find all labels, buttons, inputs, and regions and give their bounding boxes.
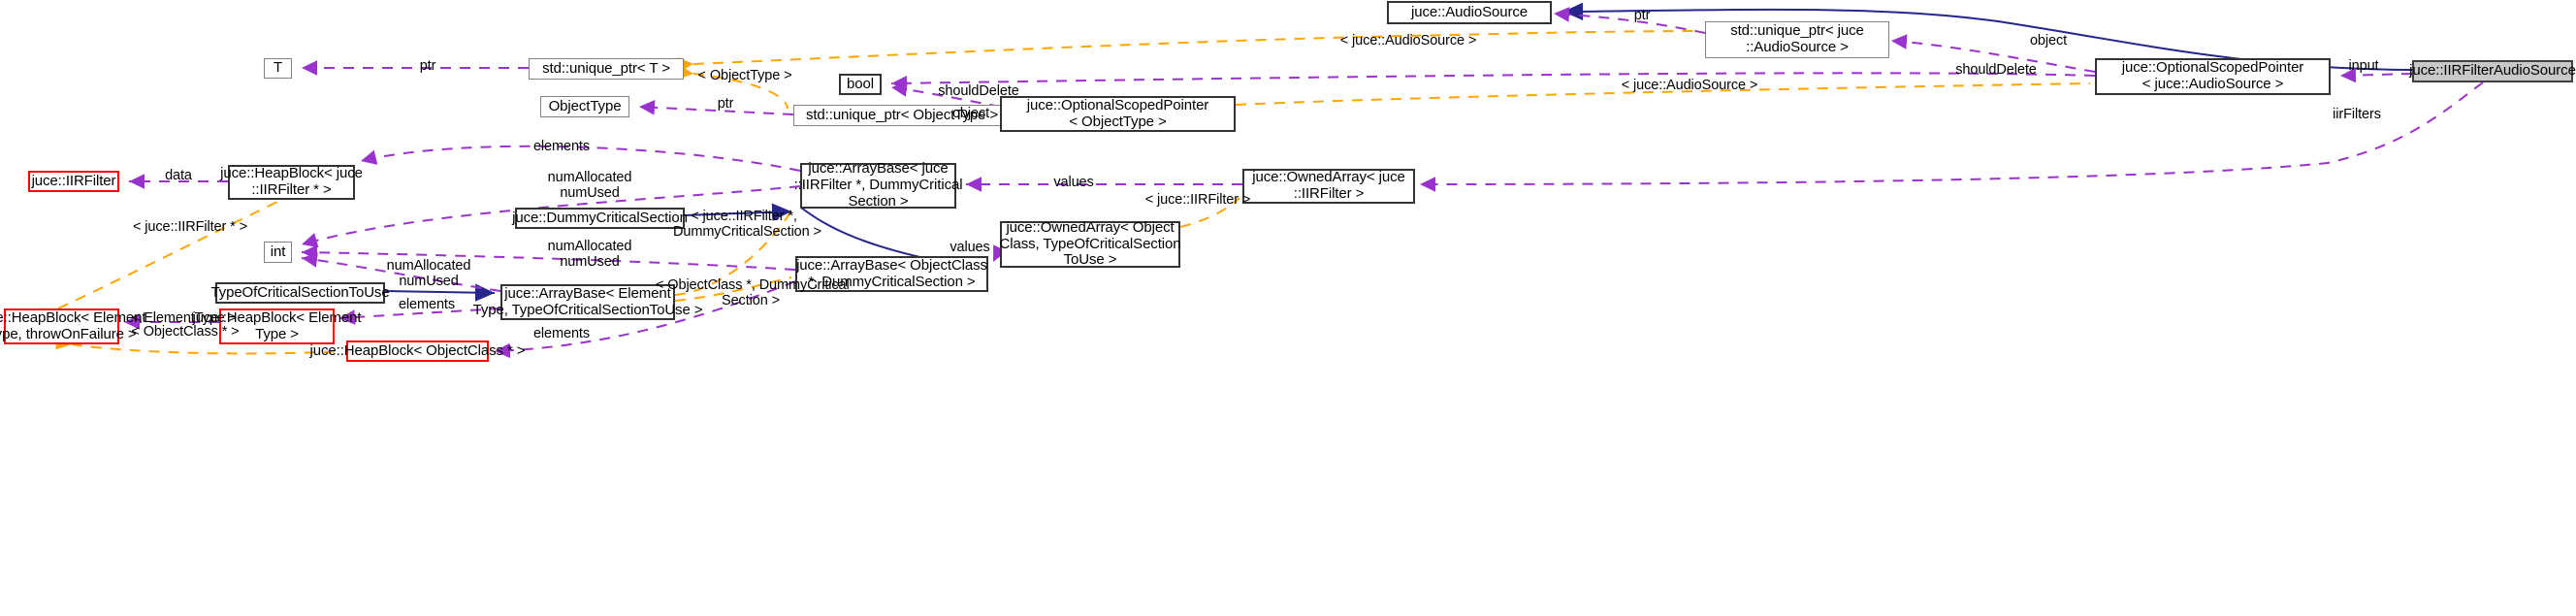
edge-label-object-bottom: object bbox=[951, 106, 990, 121]
edge-label-tmpl-iirfilterptr: < juce::IIRFilter * > bbox=[133, 219, 247, 235]
edge-label-ptr-t: ptr bbox=[419, 58, 436, 74]
edge-input bbox=[2339, 67, 2413, 83]
edge-label-object-top: object bbox=[2029, 33, 2068, 49]
edge-iirfilters bbox=[1419, 81, 2484, 192]
class-node-ownedarray_iirfilter[interactable]: juce::OwnedArray< juce ::IIRFilter > bbox=[1242, 169, 1415, 204]
edge-label-elements-2: elements bbox=[398, 297, 456, 312]
class-node-heapblock_objectclass[interactable]: juce::HeapBlock< ObjectClass * > bbox=[310, 340, 526, 362]
class-node-iirfilteraudiosource[interactable]: juce::IIRFilterAudioSource bbox=[2409, 60, 2576, 82]
edge-label-ptr-objecttype: ptr bbox=[717, 96, 734, 112]
edge-label-tmpl-objecttype-1: < ObjectType > bbox=[697, 68, 792, 83]
edge-label-elements-1: elements bbox=[532, 139, 591, 154]
class-node-arraybase_element[interactable]: juce::ArrayBase< Element Type, TypeOfCri… bbox=[473, 284, 703, 320]
class-node-ownedarray_objectclass[interactable]: juce::OwnedArray< Object Class, TypeOfCr… bbox=[999, 218, 1181, 269]
class-node-heapblock_element[interactable]: juce::HeapBlock< Element Type > bbox=[193, 308, 362, 344]
edge-label-numalloc-2: numAllocated numUsed bbox=[547, 239, 632, 270]
class-node-bool[interactable]: bool bbox=[839, 74, 882, 95]
edge-label-input: input bbox=[2348, 58, 2379, 74]
edge-shoulddelete-audiosource bbox=[890, 72, 2096, 91]
edge-label-iirfilters: iirFilters bbox=[2333, 107, 2381, 122]
edge-label-numalloc-1: numAllocated numUsed bbox=[547, 170, 632, 201]
edge-label-shoulddelete-1: shouldDelete bbox=[1955, 62, 2037, 78]
edge-template-heapblock-objectclass bbox=[55, 334, 342, 355]
class-node-uniqueptr_t[interactable]: std::unique_ptr< T > bbox=[529, 58, 684, 80]
edge-label-iirfilter-dummy: < juce::IIRFilter *, DummyCriticalSectio… bbox=[673, 209, 821, 240]
class-node-optscoped_objecttype[interactable]: juce::OptionalScopedPointer < ObjectType… bbox=[1000, 96, 1236, 132]
class-node-heapblock_element_throw[interactable]: juce::HeapBlock< Element Type, throwOnFa… bbox=[0, 308, 146, 344]
class-node-heapblock_iirfilterptr[interactable]: juce::HeapBlock< juce ::IIRFilter * > bbox=[220, 165, 363, 200]
edge-label-values-2: values bbox=[950, 240, 990, 255]
edge-label-tmpl-iirfilter: < juce::IIRFilter > bbox=[1144, 192, 1251, 208]
class-node-arraybase_objectclass[interactable]: juce::ArrayBase< ObjectClass *, DummyCri… bbox=[795, 256, 988, 292]
class-node-audiosource[interactable]: juce::AudioSource bbox=[1387, 1, 1552, 24]
edge-label-shoulddelete-2: shouldDelete bbox=[938, 83, 1019, 99]
class-node-typeofcriticalsection[interactable]: TypeOfCriticalSectionToUse bbox=[210, 282, 390, 304]
edge-label-values-1: values bbox=[1053, 175, 1094, 190]
class-node-objecttype[interactable]: ObjectType bbox=[540, 96, 629, 117]
class-node-iirfilter[interactable]: juce::IIRFilter bbox=[28, 171, 119, 192]
edge-label-ptr-audiosource: ptr bbox=[1633, 8, 1651, 23]
edge-label-elements-3: elements bbox=[532, 326, 591, 341]
edge-label-tmpl-audiosource: < juce::AudioSource > bbox=[1339, 33, 1477, 49]
edge-template-uniqueptr-audiosource bbox=[677, 30, 1700, 73]
edge-label-tmpl-audiosource-2: < juce::AudioSource > bbox=[1621, 78, 1758, 93]
class-node-dummycriticalsection[interactable]: juce::DummyCriticalSection bbox=[512, 208, 688, 229]
class-node-uniqueptr_audiosource[interactable]: std::unique_ptr< juce ::AudioSource > bbox=[1705, 21, 1889, 58]
edge-label-tmpl-objectclass: < ObjectClass * > bbox=[131, 324, 240, 340]
edge-label-numalloc-3: numAllocated numUsed bbox=[386, 258, 471, 289]
class-node-optscoped_audiosource[interactable]: juce::OptionalScopedPointer < juce::Audi… bbox=[2095, 58, 2331, 95]
class-node-int[interactable]: int bbox=[264, 242, 292, 263]
edge-label-objectclass-dummy: < ObjectClass *, DummyCritical Section > bbox=[656, 277, 850, 308]
class-node-uniqueptr_objecttype[interactable]: std::unique_ptr< ObjectType > bbox=[793, 105, 1011, 126]
edge-label-tmpl-elementtype: < ElementType > bbox=[131, 310, 238, 326]
class-node-t[interactable]: T bbox=[264, 58, 292, 79]
class-node-arraybase_iirfilter[interactable]: juce::ArrayBase< juce ::IIRFilter *, Dum… bbox=[793, 160, 963, 210]
edge-label-data: data bbox=[165, 168, 192, 183]
